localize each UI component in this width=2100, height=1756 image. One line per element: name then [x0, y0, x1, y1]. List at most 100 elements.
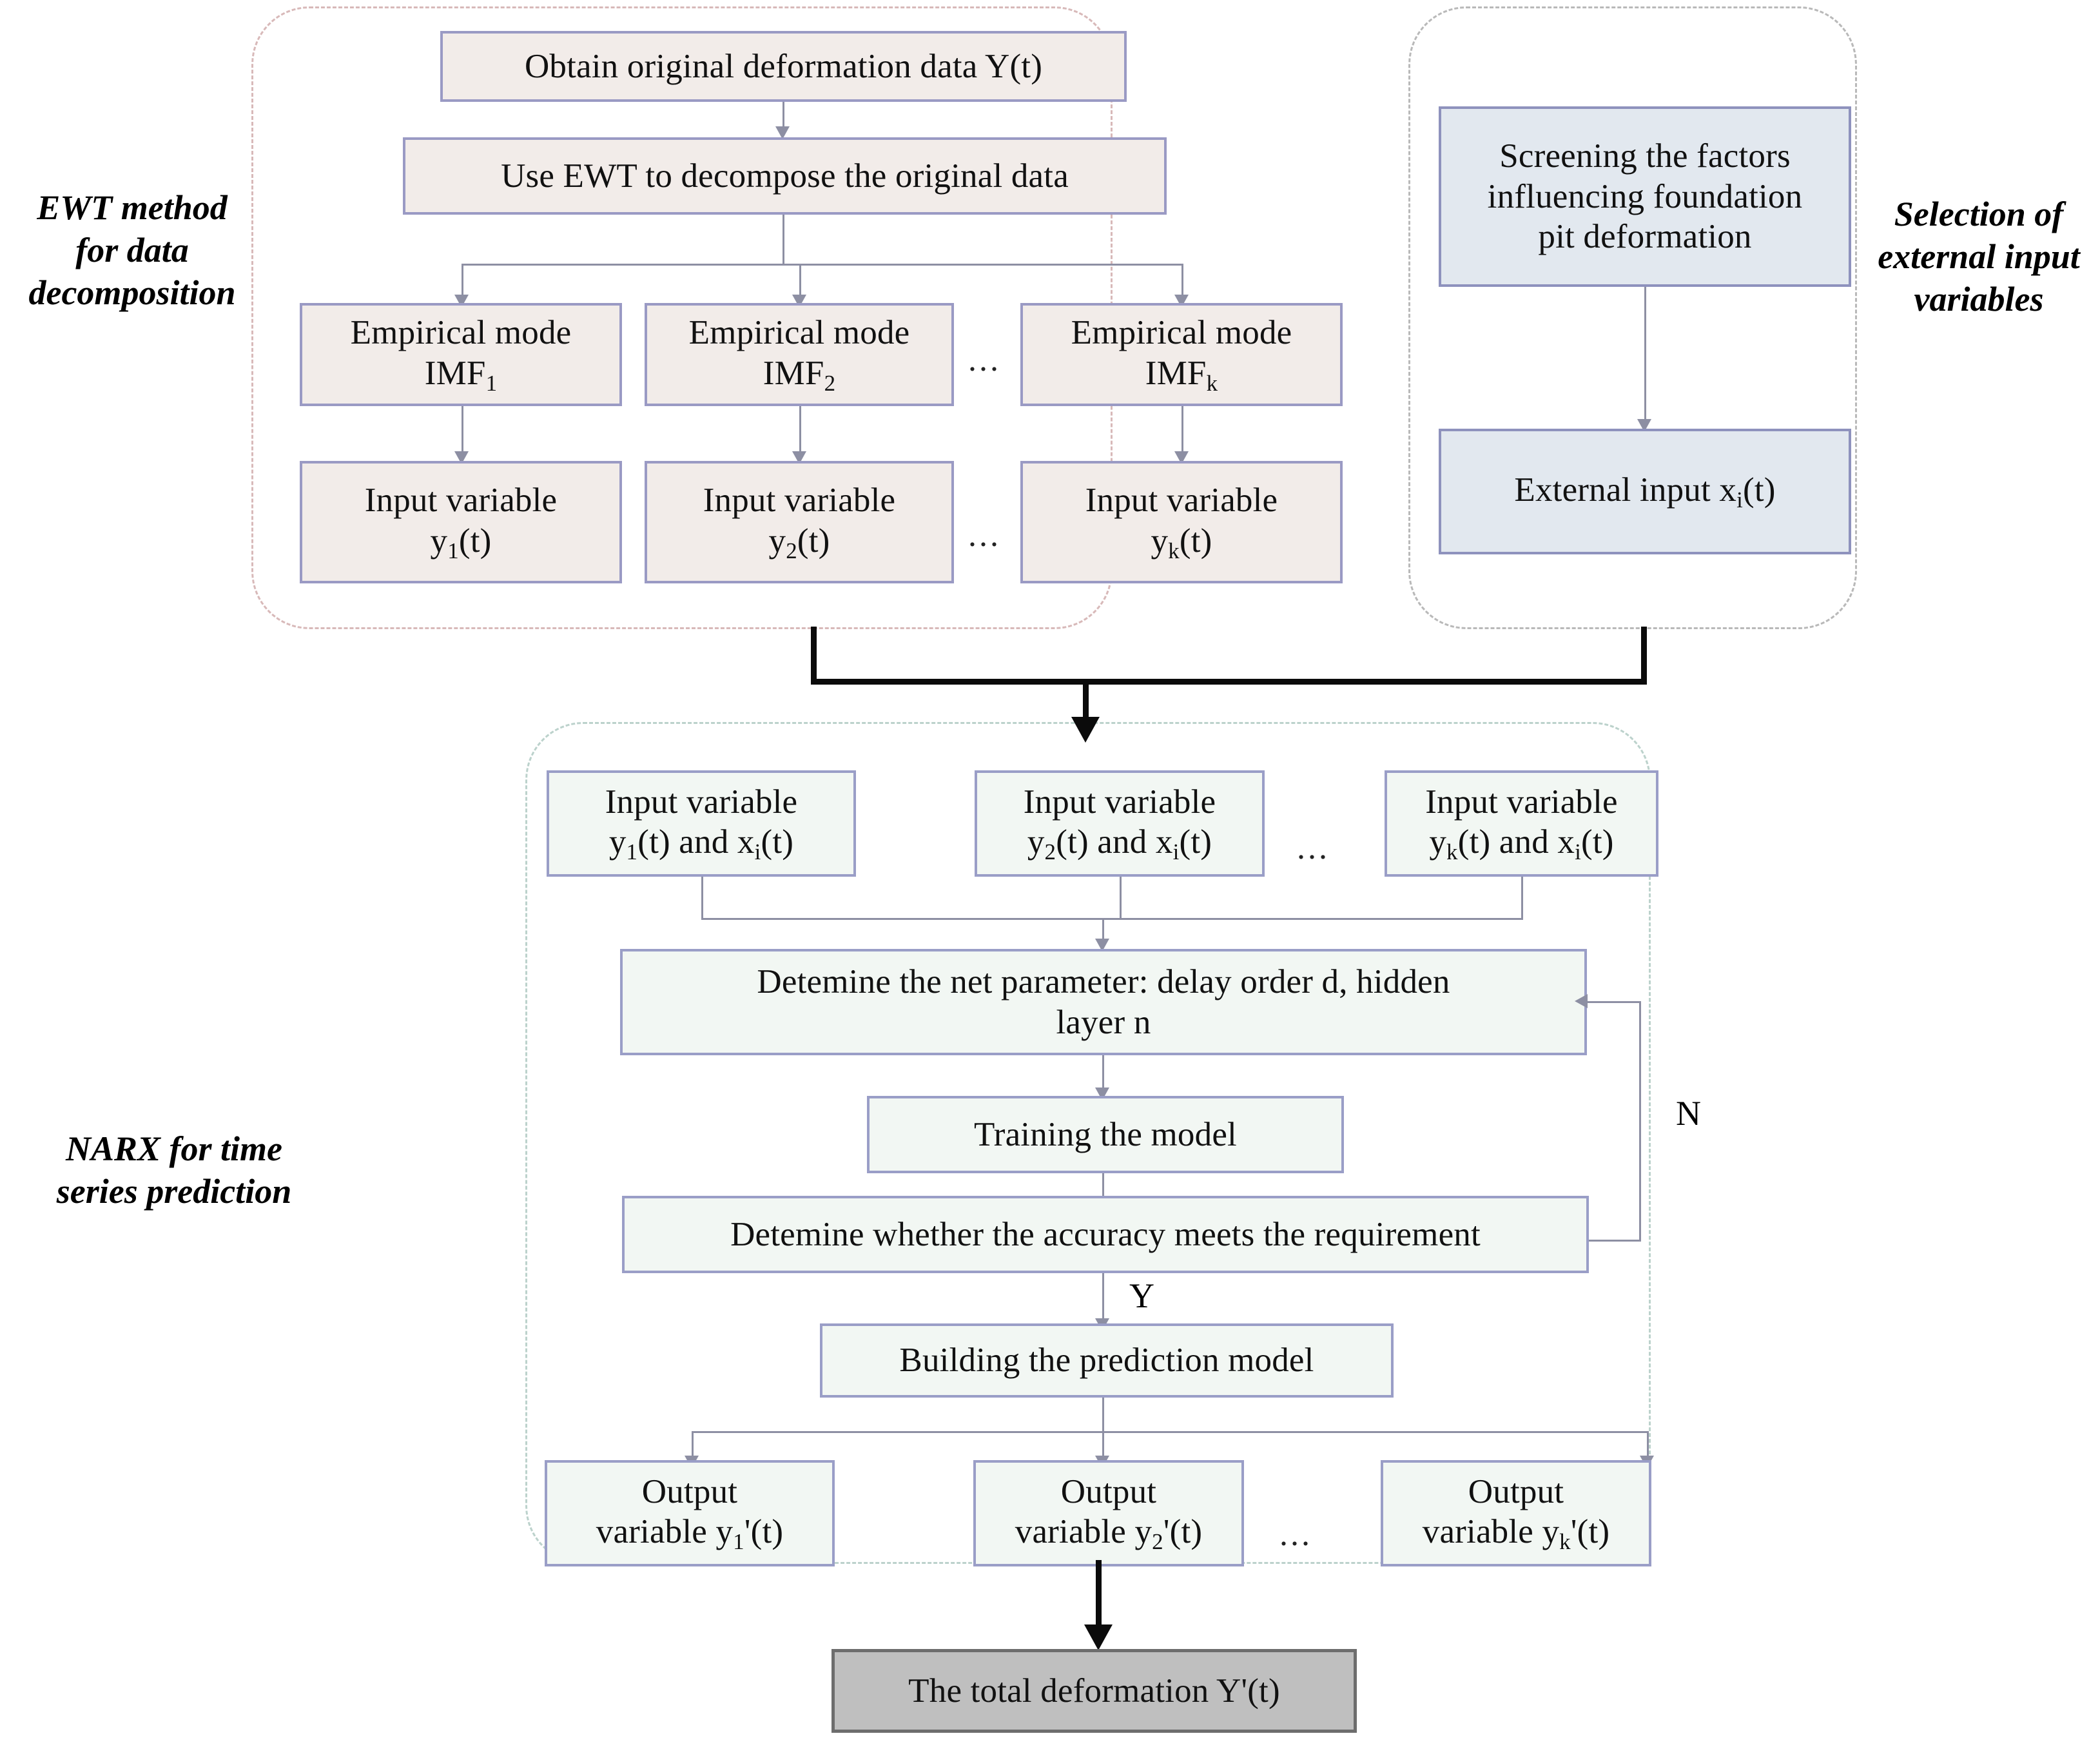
node-input-variable-2[interactable]: Input variable y2(t) [645, 461, 954, 583]
node-narx-input-k-x-sub: i [1575, 839, 1582, 865]
connector-obtain-to-decompose [783, 102, 784, 133]
connector-narx-in-bus [701, 918, 1523, 920]
node-input-variable-k[interactable]: Input variable yk(t) [1020, 461, 1343, 583]
node-total-deformation-label: The total deformation Y'(t) [908, 1672, 1280, 1710]
node-use-ewt-decompose[interactable]: Use EWT to decompose the original data [403, 137, 1167, 215]
node-input-variable-1-line2-post: (t) [458, 522, 492, 560]
merge-down-stem [1083, 679, 1089, 723]
node-imf-1-line2-sub: 1 [485, 370, 498, 396]
node-imf-2[interactable]: Empirical mode IMF2 [645, 303, 954, 406]
connector-decompose-stem [783, 215, 784, 265]
branch-label-yes: Y [1129, 1276, 1154, 1315]
feedback-loop-horizontal-bottom [1589, 1240, 1641, 1242]
node-input-variable-2-line1: Input variable [703, 482, 896, 520]
side-label-narx: NARX for time series prediction [56, 1129, 292, 1211]
node-output-variable-2-line2-sub: 2 [1152, 1529, 1163, 1555]
node-input-variable-1-line2-pre: y [430, 522, 448, 560]
node-output-variable-2-line1: Output [1060, 1472, 1157, 1510]
connector-building-stem [1102, 1398, 1104, 1433]
node-input-variable-2-line2-sub: 2 [786, 538, 797, 563]
node-narx-input-k-label: Input variable yk(t) and xi(t) [1394, 782, 1649, 866]
node-building-prediction-model[interactable]: Building the prediction model [820, 1323, 1394, 1398]
node-imf-k-line2-sub: k [1206, 370, 1218, 396]
node-narx-input-2-line1: Input variable [1023, 783, 1216, 821]
feedback-loop-vertical [1639, 1001, 1641, 1241]
node-narx-input-2-label: Input variable y2(t) and xi(t) [984, 782, 1256, 866]
node-imf-k-label: Empirical mode IMFk [1029, 313, 1334, 396]
feedback-loop-horizontal-top [1587, 1001, 1641, 1003]
merge-bus [811, 679, 1647, 685]
node-training-model[interactable]: Training the model [867, 1096, 1344, 1173]
node-imf-1-line1: Empirical mode [350, 314, 572, 352]
node-narx-input-1-line1: Input variable [605, 783, 798, 821]
connector-output-branch-k [1647, 1431, 1649, 1462]
node-external-input-post: (t) [1742, 471, 1776, 509]
node-narx-input-1[interactable]: Input variable y1(t) and xi(t) [547, 770, 856, 877]
connector-narx-to-result [1096, 1560, 1102, 1631]
ellipsis-input-row: ... [968, 517, 1001, 554]
node-output-variable-1-line2-post: '(t) [744, 1513, 784, 1551]
connector-output-branch-1 [692, 1431, 694, 1462]
node-total-deformation[interactable]: The total deformation Y'(t) [831, 1649, 1357, 1733]
connector-building-bus [692, 1431, 1649, 1433]
node-input-variable-k-line2-pre: y [1151, 522, 1169, 560]
node-output-variable-1[interactable]: Output variable y1'(t) [545, 1460, 835, 1566]
connector-training-to-accuracy [1102, 1173, 1104, 1209]
arrowhead-merge-to-narx [1071, 717, 1100, 743]
node-input-variable-1[interactable]: Input variable y1(t) [300, 461, 622, 583]
connector-narx-in2-down [1120, 877, 1122, 920]
node-output-variable-1-line2-sub: 1 [733, 1529, 744, 1555]
connector-screening-to-external [1644, 287, 1646, 425]
connector-decompose-branch-3 [1181, 264, 1183, 301]
node-determine-accuracy[interactable]: Detemine whether the accuracy meets the … [622, 1196, 1589, 1273]
node-output-variable-2[interactable]: Output variable y2'(t) [973, 1460, 1244, 1566]
connector-imfk-to-inputk [1181, 406, 1183, 458]
node-narx-input-2[interactable]: Input variable y2(t) and xi(t) [975, 770, 1265, 877]
merge-stem-left [811, 627, 817, 685]
node-imf-1[interactable]: Empirical mode IMF1 [300, 303, 622, 406]
arrowhead-result [1084, 1624, 1113, 1650]
node-narx-input-k[interactable]: Input variable yk(t) and xi(t) [1385, 770, 1658, 877]
node-output-variable-k[interactable]: Output variable yk'(t) [1381, 1460, 1651, 1566]
node-output-variable-k-line1: Output [1468, 1472, 1564, 1510]
node-external-input-sub: i [1736, 487, 1743, 512]
node-narx-input-k-mid: (t) and x [1457, 823, 1575, 861]
node-input-variable-1-line2-sub: 1 [447, 538, 459, 563]
node-screening-factors-label: Screening the factors influencing founda… [1487, 137, 1803, 256]
node-determine-net-parameter[interactable]: Detemine the net parameter: delay order … [620, 949, 1587, 1055]
node-imf-1-label: Empirical mode IMF1 [309, 313, 613, 396]
node-output-variable-k-line2-sub: k [1559, 1529, 1571, 1555]
node-narx-input-k-post: (t) [1581, 823, 1614, 861]
node-output-variable-2-label: Output variable y2'(t) [982, 1472, 1235, 1556]
connector-decompose-branch-1 [462, 264, 463, 301]
node-use-ewt-decompose-label: Use EWT to decompose the original data [501, 157, 1069, 195]
node-input-variable-1-label: Input variable y1(t) [309, 480, 613, 564]
node-narx-input-1-mid: (t) and x [637, 823, 755, 861]
node-external-input-pre: External input x [1514, 471, 1737, 509]
connector-decompose-bus [462, 264, 1183, 266]
node-narx-input-1-x-sub: i [754, 839, 761, 865]
node-output-variable-2-line2-pre: variable y [1015, 1513, 1152, 1551]
ellipsis-output-row: ... [1279, 1516, 1312, 1553]
node-output-variable-1-line2-pre: variable y [596, 1513, 734, 1551]
node-external-input-label: External input xi(t) [1448, 470, 1842, 513]
node-input-variable-1-line1: Input variable [364, 482, 558, 520]
node-obtain-original-data[interactable]: Obtain original deformation data Y(t) [440, 31, 1127, 102]
node-narx-input-1-y-sub: 1 [626, 839, 638, 865]
node-screening-factors[interactable]: Screening the factors influencing founda… [1439, 106, 1851, 287]
node-narx-input-2-post: (t) [1179, 823, 1212, 861]
node-external-input[interactable]: External input xi(t) [1439, 429, 1851, 554]
node-output-variable-k-line2-post: '(t) [1570, 1513, 1610, 1551]
node-input-variable-2-label: Input variable y2(t) [654, 480, 945, 564]
node-output-variable-1-label: Output variable y1'(t) [554, 1472, 826, 1556]
node-input-variable-k-line2-sub: k [1168, 538, 1180, 563]
arrowhead-determine-param [1095, 939, 1109, 951]
node-determine-accuracy-label: Detemine whether the accuracy meets the … [730, 1215, 1481, 1253]
ellipsis-narx-input-row: ... [1297, 830, 1330, 866]
merge-stem-right [1641, 627, 1647, 685]
arrowhead-feedback-loop [1575, 994, 1588, 1008]
node-determine-net-parameter-label: Detemine the net parameter: delay order … [757, 962, 1450, 1041]
node-imf-k[interactable]: Empirical mode IMFk [1020, 303, 1343, 406]
node-imf-2-line1: Empirical mode [688, 314, 910, 352]
